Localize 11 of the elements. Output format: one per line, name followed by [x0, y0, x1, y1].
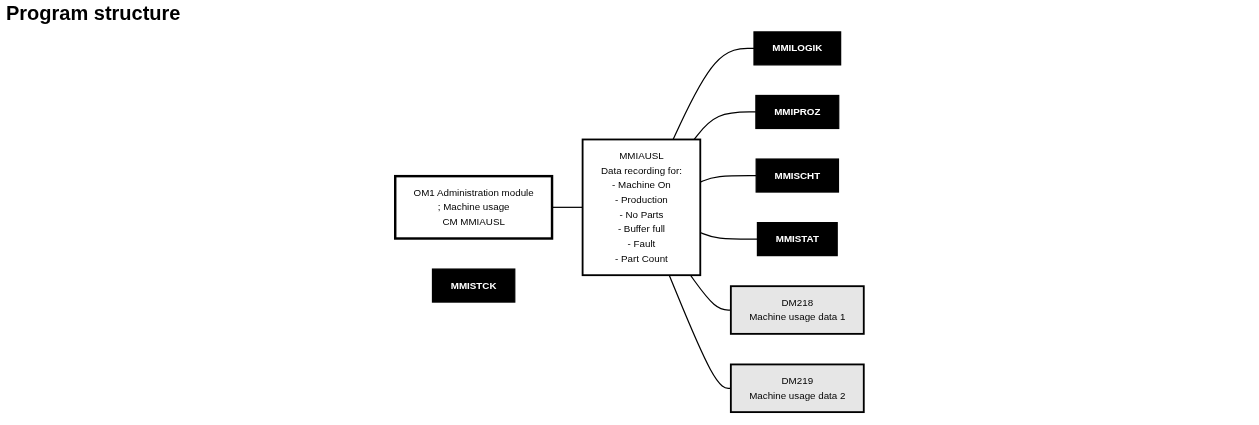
diagram-title: Program structure — [6, 2, 182, 25]
node-box: MMISCHT — [755, 158, 840, 193]
connector — [672, 47, 755, 141]
node-box: MMIPROZ — [755, 94, 840, 130]
node-box: OM1 Administration module ; Machine usage CM MMIAUSL — [394, 174, 554, 240]
node-box: MMILOGIK — [753, 31, 842, 66]
node-box: MMIAUSL Data recording for: - Machine On - Production - No Parts - Buffer full - Fault - Part Count — [581, 138, 702, 277]
node-box: MMISTCK — [431, 268, 516, 303]
node-box: MMISTAT — [756, 222, 838, 257]
node-box: DM218 Machine usage data 1 — [729, 285, 865, 335]
node-box: DM219 Machine usage data 2 — [729, 363, 865, 414]
